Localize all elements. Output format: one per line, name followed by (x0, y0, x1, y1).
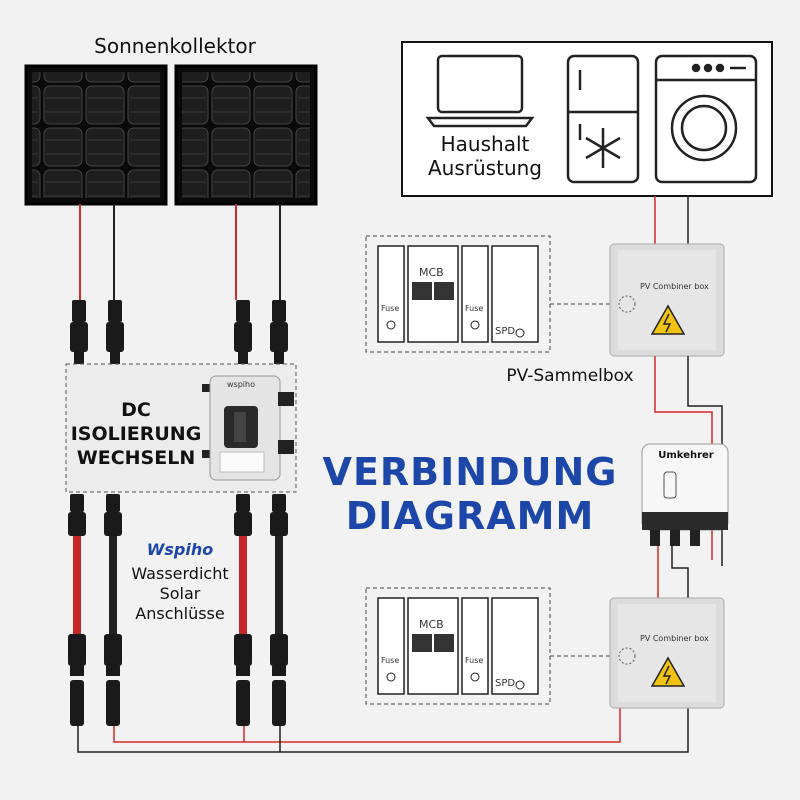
isolator-brand-text: wspiho (227, 380, 255, 389)
combiner-box-top (609, 243, 725, 357)
spd-label-top: SPD (495, 326, 516, 337)
household-line-1: Haushalt (440, 132, 530, 156)
main-title: VERBINDUNG DIAGRAMM (300, 450, 640, 538)
connectors-line-2: Solar (159, 584, 201, 603)
fuse-label-bottom-right: Fuse (465, 656, 484, 665)
mc4-connectors-mid (68, 494, 288, 536)
household-title: Haushalt Ausrüstung (410, 132, 560, 180)
spd-label-bottom: SPD (495, 678, 516, 689)
combiner-box-bottom (609, 597, 725, 709)
mcb-label-top: MCB (419, 266, 444, 279)
connectors-caption: Wasserdicht Solar Anschlüsse (110, 564, 250, 624)
snowflake-icon (585, 128, 621, 168)
brand-logo: Wspiho (146, 540, 214, 559)
breaker-panel-bottom (365, 587, 551, 705)
main-title-line-1: VERBINDUNG (322, 450, 618, 494)
inverter-label: Umkehrer (658, 450, 714, 461)
inverter (641, 443, 729, 546)
combiner-box-text-top: PV Combiner box (640, 282, 709, 291)
solar-panel-left (24, 64, 168, 206)
pv-combiner-title: PV-Sammelbox (506, 366, 634, 386)
solar-panel-title: Sonnenkollektor (94, 34, 256, 58)
fuse-label-bottom-left: Fuse (381, 656, 400, 665)
fuse-label-top-left: Fuse (381, 304, 400, 313)
breaker-panel-top (365, 235, 551, 353)
household-line-2: Ausrüstung (428, 156, 542, 180)
bottom-wires (77, 705, 689, 753)
main-title-line-2: DIAGRAMM (345, 494, 595, 538)
panel-wires (79, 204, 281, 300)
dc-line-3: WECHSELN (76, 447, 196, 469)
mcb-label-bottom: MCB (419, 618, 444, 631)
mc4-connectors-bottom (68, 634, 288, 726)
washing-machine-icon (654, 54, 758, 184)
inverter-wire-black (671, 546, 689, 600)
solar-panel-right (174, 64, 318, 206)
fuse-label-top-right: Fuse (465, 304, 484, 313)
connectors-line-1: Wasserdicht (131, 564, 229, 583)
fridge-icon (566, 54, 640, 184)
laptop-icon (425, 54, 535, 128)
dc-isolator-switch (202, 375, 294, 481)
mc4-connectors-top (70, 300, 288, 364)
warning-icon (650, 304, 686, 335)
connectors-line-3: Anschlüsse (135, 604, 225, 623)
combiner-box-text-bottom: PV Combiner box (640, 634, 709, 643)
dc-line-1: DC (121, 399, 151, 421)
dc-isolator-title: DC ISOLIERUNG WECHSELN (66, 398, 206, 470)
dc-line-2: ISOLIERUNG (70, 423, 202, 445)
warning-icon (650, 656, 686, 687)
solar-cables (73, 536, 283, 634)
